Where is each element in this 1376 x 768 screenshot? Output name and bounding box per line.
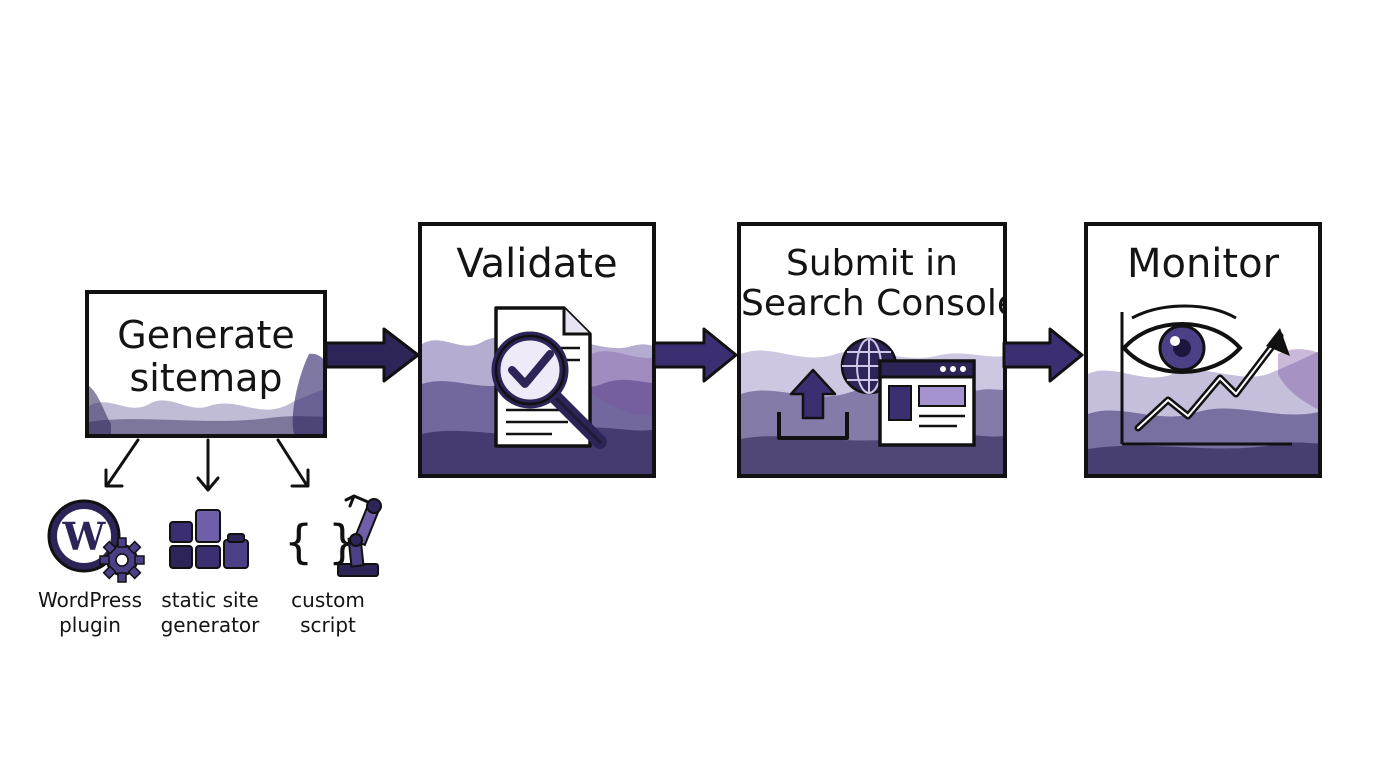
document-magnifier-check-icon — [491, 306, 607, 449]
eye-trend-chart-icon — [1120, 304, 1292, 446]
option-label-line2: plugin — [59, 613, 121, 637]
option-label-line1: WordPress — [37, 588, 143, 612]
browser-window-icon — [878, 359, 976, 447]
step-monitor: Monitor — [1084, 222, 1322, 478]
step-title: Submit in Search Console — [741, 243, 1003, 325]
option-static-site-generator-label: static site generator — [150, 588, 270, 638]
step-title-line1: Generate — [117, 313, 295, 357]
wordpress-gear-icon: W — [47, 499, 145, 583]
option-label-line2: generator — [160, 613, 260, 637]
step-title: Validate — [456, 241, 618, 287]
arrow-generate-to-validate — [324, 327, 420, 383]
option-label-line1: static site — [161, 588, 259, 612]
branch-arrows — [104, 438, 310, 492]
step-validate: Validate — [418, 222, 656, 478]
step-title-line1: Submit in — [786, 243, 958, 284]
braces-robot-arm-icon: { } — [284, 494, 382, 577]
option-wordpress-plugin-label: WordPress plugin — [30, 588, 150, 638]
option-custom-script-label: custom script — [268, 588, 388, 638]
step-submit-search-console: Submit in Search Console — [737, 222, 1007, 478]
step-title: Monitor — [1126, 241, 1280, 287]
arrow-validate-to-submit — [652, 327, 738, 383]
step-title-line2: sitemap — [129, 355, 283, 400]
step-generate-sitemap: Generate sitemap — [85, 290, 327, 438]
step-title: Generate sitemap — [89, 314, 323, 399]
blocks-icon — [169, 509, 249, 569]
svg-text:{ }: { } — [284, 515, 357, 569]
svg-text:W: W — [62, 514, 107, 559]
option-label-line2: script — [300, 613, 356, 637]
step-title-line2: Search Console — [741, 283, 1007, 325]
option-label-line1: custom — [291, 588, 365, 612]
arrow-submit-to-monitor — [1002, 327, 1084, 383]
